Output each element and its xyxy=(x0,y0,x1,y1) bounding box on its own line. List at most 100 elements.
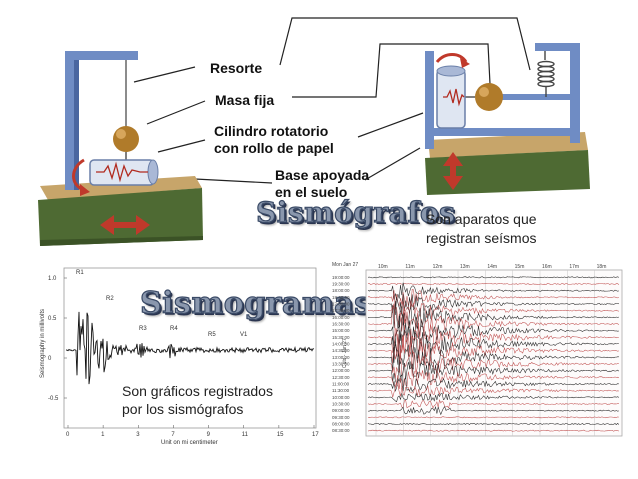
vertical-motion-arrow-icon xyxy=(443,152,463,190)
frame-post xyxy=(65,55,74,190)
right-row-label: 12:00:00 xyxy=(332,368,350,373)
right-trace-row xyxy=(367,300,619,326)
mass-ball-right xyxy=(475,83,503,111)
sismogramas-desc-line1: Son gráficos registrados xyxy=(122,383,273,399)
rotation-arrow-icon-right xyxy=(435,53,468,64)
label-connectors xyxy=(133,17,531,184)
left-phase-label: R3 xyxy=(139,326,147,332)
right-header-tick: 18m xyxy=(597,264,607,270)
right-trace-row xyxy=(367,300,619,330)
mass-ball xyxy=(113,126,139,152)
right-row-label: 19:30:00 xyxy=(332,282,350,287)
right-row-label: 12:30:00 xyxy=(332,375,350,380)
label-base-line1: Base apoyada xyxy=(275,167,370,183)
right-header-tick: 13m xyxy=(460,264,470,270)
left-phase-label: R2 xyxy=(106,296,114,302)
left-xtick-label: 7 xyxy=(171,432,175,438)
right-header-tick: 17m xyxy=(569,264,579,270)
spring-icon xyxy=(537,51,555,97)
right-row-label: 18:30:00 xyxy=(332,295,350,300)
right-trace-row xyxy=(367,282,619,300)
left-plot-frame xyxy=(63,267,317,429)
right-header-tick: 15m xyxy=(515,264,525,270)
label-base-line2: en el suelo xyxy=(275,184,348,200)
right-trace-row xyxy=(367,276,620,279)
right-trace-row xyxy=(367,370,620,390)
right-row-label: 10:00:00 xyxy=(332,395,350,400)
ground-block xyxy=(38,188,203,246)
left-ytick-label: 1.0 xyxy=(48,276,57,282)
sismogramas-desc-line2: por los sismógrafos xyxy=(122,401,244,417)
right-header-tick: 16m xyxy=(542,264,552,270)
right-trace-row xyxy=(367,359,620,385)
right-row-label: 14:30:00 xyxy=(332,348,350,353)
right-row-label: 08:00:00 xyxy=(332,422,350,427)
right-trace-row xyxy=(367,326,619,365)
right-trace-row xyxy=(368,323,619,360)
right-trace-row xyxy=(367,399,619,409)
horizontal-motion-arrow-icon xyxy=(100,215,150,235)
right-row-label: 13:30:00 xyxy=(332,362,350,367)
label-masa-fija: Masa fija xyxy=(215,92,275,108)
right-header-tick: 12m xyxy=(433,264,443,270)
left-xtick-label: 11 xyxy=(242,432,249,438)
right-header-tick: 14m xyxy=(487,264,497,270)
left-phase-label: R4 xyxy=(170,326,178,332)
right-row-label: 13:00:00 xyxy=(332,355,350,360)
right-trace-row xyxy=(367,423,620,425)
left-xtick-label: 0 xyxy=(66,432,70,438)
right-trace-row xyxy=(367,349,619,379)
sismografos-desc-line2: registran seísmos xyxy=(426,230,537,246)
right-row-label: 08:30:00 xyxy=(332,428,350,433)
left-xtick-label: 9 xyxy=(207,432,211,438)
right-trace-row xyxy=(367,405,619,416)
right-trace-row xyxy=(367,283,620,285)
left-seismic-trace xyxy=(65,311,315,385)
frame-right-post xyxy=(570,43,580,143)
right-row-label: 18:00:00 xyxy=(332,288,350,293)
left-x-axis-label: Unit on mi centimeter xyxy=(161,440,218,446)
right-trace-row xyxy=(367,416,619,419)
right-trace-row xyxy=(367,392,620,403)
right-trace-row xyxy=(367,429,620,432)
sismogramas-title: Sismogramas xyxy=(139,285,372,321)
right-row-label: 11:30:00 xyxy=(332,388,350,393)
right-row-label: 15:30:00 xyxy=(332,335,350,340)
left-y-axis-label: Seismography in millivolts xyxy=(40,309,46,378)
right-header-tick: 11m xyxy=(405,264,414,270)
left-phase-label: R1 xyxy=(76,270,84,276)
left-xtick-label: 17 xyxy=(312,432,319,438)
left-phase-label: V1 xyxy=(240,332,248,338)
left-ytick-label: -0.5 xyxy=(48,396,59,402)
right-row-label: 10:30:00 xyxy=(332,402,350,407)
left-xtick-label: 15 xyxy=(277,432,284,438)
right-header-tick: 10m xyxy=(378,264,388,270)
right-row-label: 11:00:00 xyxy=(332,382,350,387)
right-row-label: 16:30:00 xyxy=(332,322,350,327)
right-row-label: 17:30:00 xyxy=(332,308,350,313)
label-resorte: Resorte xyxy=(210,60,263,76)
right-row-label: 19:00:00 xyxy=(332,275,350,280)
sismografos-desc-line1: Son aparatos que xyxy=(426,211,537,227)
right-trace-row xyxy=(368,313,619,348)
left-ytick-label: 0 xyxy=(48,356,52,362)
ground-block-right xyxy=(425,150,590,195)
frame-bottom xyxy=(425,128,580,136)
left-phase-label: R5 xyxy=(208,332,216,338)
right-row-label: 15:00:00 xyxy=(332,328,350,333)
right-corner-label: Mon Jan 27 xyxy=(332,262,358,268)
right-row-label: 16:00:00 xyxy=(332,315,350,320)
right-row-label: 09:30:00 xyxy=(332,415,350,420)
label-cilindro-line2: con rollo de papel xyxy=(214,140,334,156)
base-top-right xyxy=(428,132,588,158)
left-ytick-label: 0.5 xyxy=(48,316,57,322)
right-trace-row xyxy=(367,374,619,393)
sismografos-title: Sismógrafos xyxy=(255,195,456,229)
seismograph-vertical-illustration xyxy=(38,17,590,246)
frame-left-post xyxy=(425,51,434,149)
right-trace-row xyxy=(367,293,619,316)
left-xtick-label: 1 xyxy=(101,432,105,438)
right-row-label: 17:00:00 xyxy=(332,302,350,307)
